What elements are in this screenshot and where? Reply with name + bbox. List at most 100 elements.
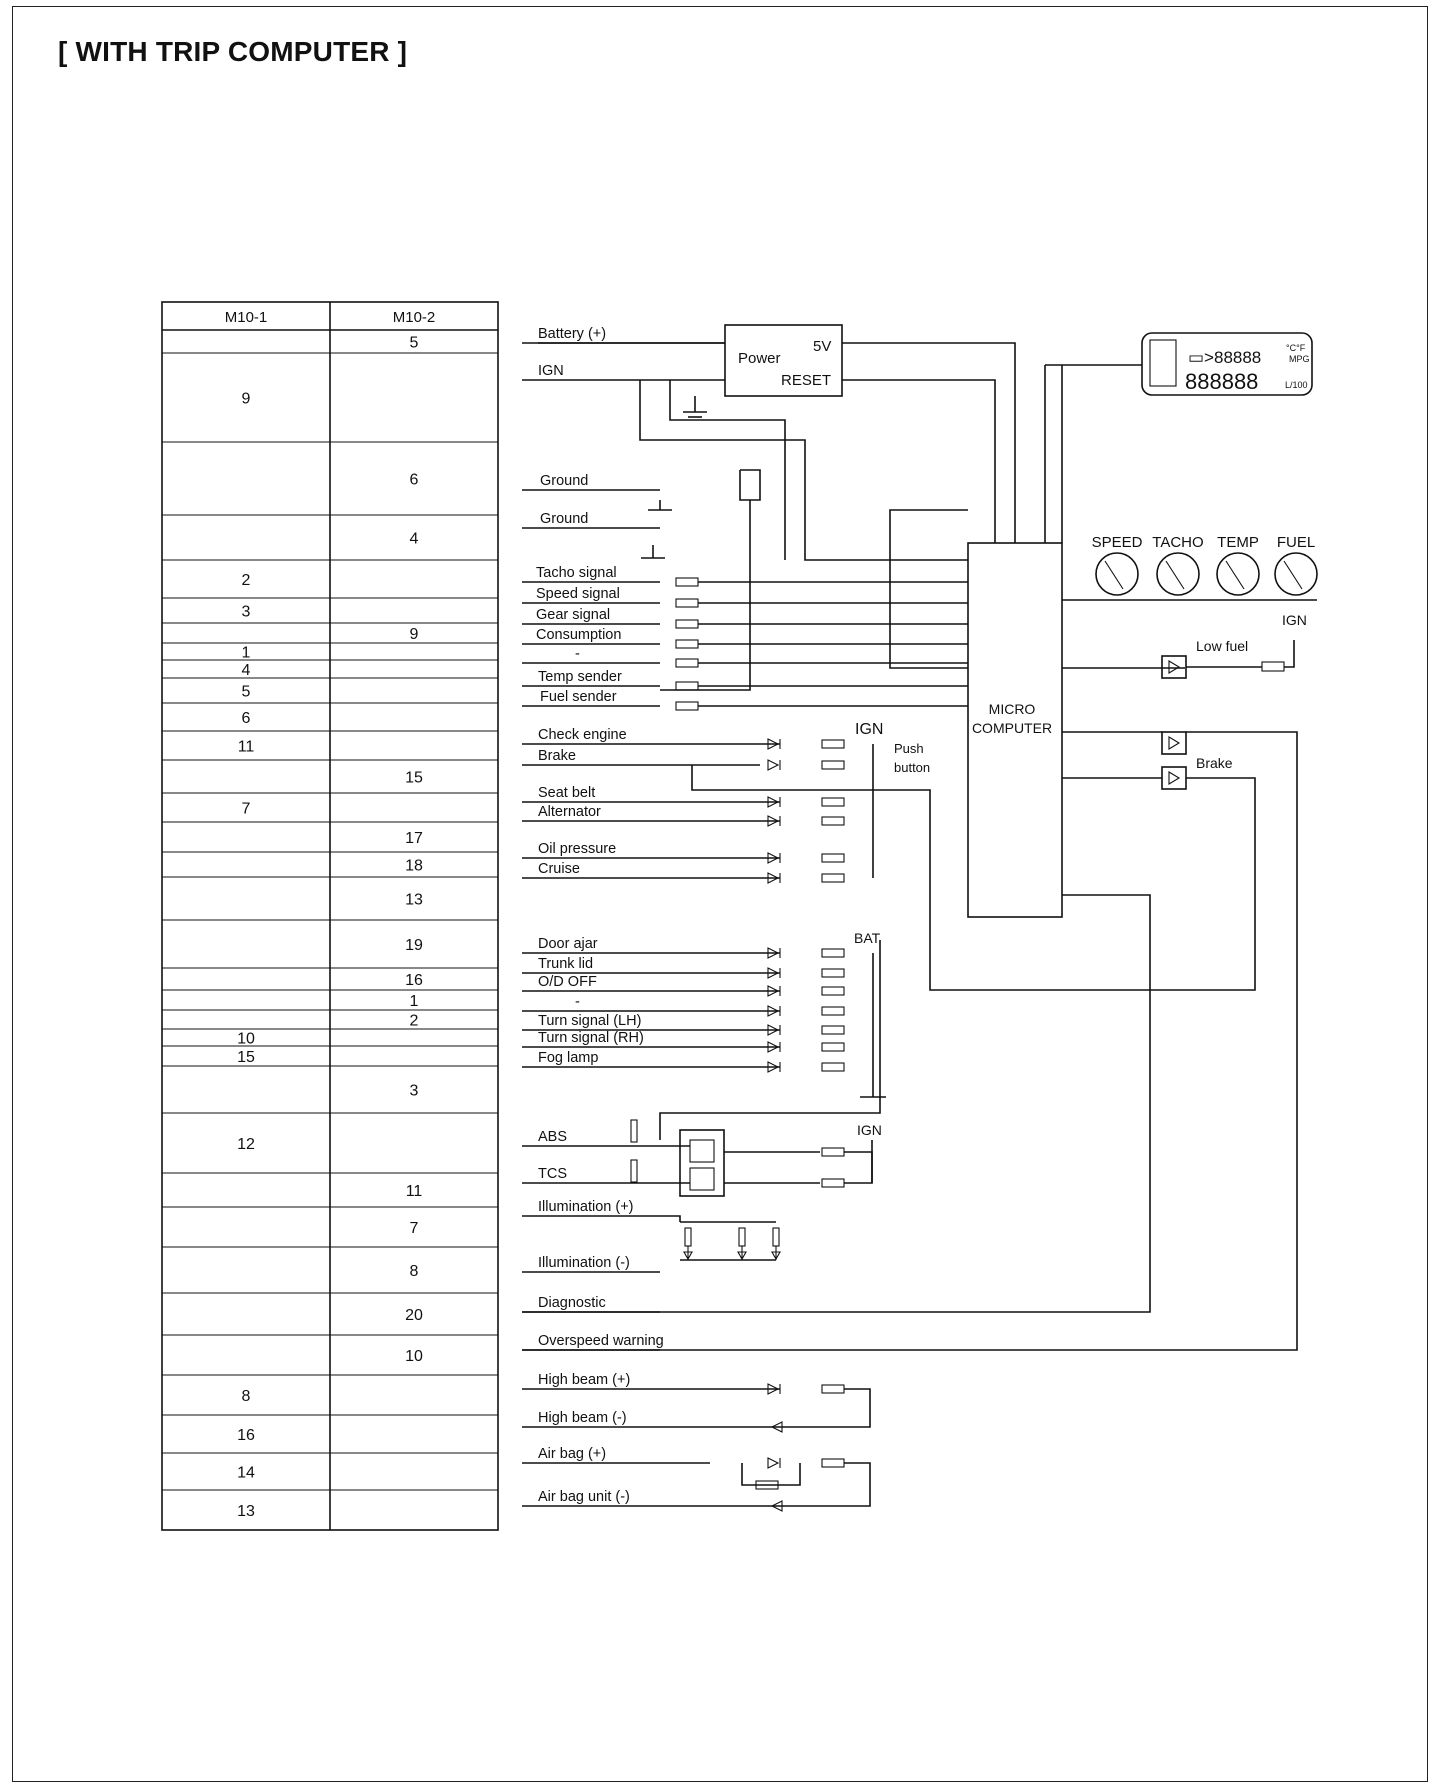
- tcs-resistor: [630, 1159, 638, 1183]
- wire-highbeam: [780, 1388, 871, 1428]
- gear-switch: [739, 469, 761, 501]
- table-cell-m10-1: 14: [237, 1465, 255, 1482]
- wire-reset: [842, 379, 996, 543]
- abs-driver: [689, 1139, 715, 1163]
- gauge-needle: [1104, 560, 1124, 590]
- table-cell-m10-2: 16: [405, 972, 423, 989]
- airbag-resistor: [755, 1480, 779, 1490]
- signal-label: High beam (-): [538, 1410, 627, 1426]
- signal-label: -: [575, 646, 580, 662]
- signal-label: TCS: [538, 1166, 567, 1182]
- gauge-label: SPEED: [1092, 534, 1143, 551]
- table-cell-m10-2: 3: [410, 1083, 419, 1100]
- wire-gear: [660, 500, 751, 691]
- indicator-lamp: [821, 1042, 845, 1052]
- gauge-label: TEMP: [1217, 534, 1259, 551]
- abs-tcs-module: [679, 1129, 725, 1197]
- indicator-lamp: [821, 968, 845, 978]
- display-segments-top: ▭>88888: [1188, 348, 1261, 367]
- high-beam-lamp: [821, 1384, 845, 1394]
- table-cell-m10-1: 7: [242, 801, 251, 818]
- wire-ign-b: [669, 380, 786, 560]
- abs-lamp: [821, 1147, 845, 1157]
- low-fuel-label: Low fuel: [1196, 638, 1248, 654]
- high-beam-diode-return: [770, 1421, 783, 1433]
- overspeed-driver-arrow: [1168, 736, 1181, 750]
- abs-resistor: [630, 1119, 638, 1143]
- input-resistor: [675, 639, 699, 649]
- power-label: Power: [738, 350, 781, 367]
- table-cell-m10-2: 5: [410, 335, 419, 352]
- wire-ign: [639, 380, 968, 561]
- warning-lamp: [821, 760, 845, 770]
- brake-output-label: Brake: [1196, 755, 1233, 771]
- page-frame: [12, 6, 1428, 1782]
- wire-loop: [889, 509, 968, 669]
- table-cell-m10-1: 1: [242, 645, 251, 662]
- table-cell-m10-2: 18: [405, 858, 423, 875]
- table-cell-m10-2: 7: [410, 1220, 419, 1237]
- lowfuel-resistor: [1261, 661, 1285, 672]
- signal-label: Fuel sender: [540, 689, 617, 705]
- signal-label: Seat belt: [538, 785, 595, 801]
- signal-label: Cruise: [538, 861, 580, 877]
- indicator-lamp: [821, 1025, 845, 1035]
- gauge-needle: [1225, 560, 1245, 590]
- table-cell-m10-1: 10: [237, 1031, 255, 1048]
- micro-computer: [967, 542, 1063, 918]
- table-cell-m10-1: 8: [242, 1388, 251, 1405]
- trip-display: [1141, 332, 1313, 396]
- wire-airbag: [780, 1462, 871, 1507]
- signal-label: Trunk lid: [538, 956, 593, 972]
- signal-label: Diagnostic: [538, 1295, 606, 1311]
- tcs-lamp: [821, 1178, 845, 1188]
- wire-5v: [842, 342, 1016, 543]
- table-header-m10-1: M10-1: [225, 309, 268, 326]
- gauge-label: FUEL: [1277, 534, 1315, 551]
- table-cell-m10-1: 4: [242, 662, 251, 679]
- air-bag-lamp: [821, 1458, 845, 1468]
- air-bag-diode-return: [770, 1500, 783, 1512]
- push-button-label-1: Push: [894, 741, 924, 756]
- table-cell-m10-2: 1: [410, 993, 419, 1010]
- table-cell-m10-2: 13: [405, 892, 423, 909]
- illumination-bulb: [738, 1227, 746, 1247]
- airbag-bypass: [741, 1463, 801, 1486]
- signal-label: Ground: [540, 473, 588, 489]
- page-title: [ WITH TRIP COMPUTER ]: [58, 36, 408, 67]
- brake-driver: [1161, 766, 1187, 790]
- signal-label: Temp sender: [538, 669, 622, 685]
- indicator-lamp: [821, 1006, 845, 1016]
- gauge-label: TACHO: [1152, 534, 1203, 551]
- air-bag-diode: [767, 1457, 780, 1469]
- display-segments-bottom: 888888: [1185, 369, 1258, 394]
- table-cell-m10-1: 2: [242, 572, 251, 589]
- power-block: [724, 324, 843, 397]
- table-cell-m10-2: 17: [405, 830, 423, 847]
- table-cell-m10-1: 12: [237, 1136, 255, 1153]
- brake-driver-arrow: [1168, 771, 1181, 785]
- input-resistor: [675, 681, 699, 691]
- ign-lowfuel-label: IGN: [1282, 612, 1307, 628]
- wire-overspeed-out: [522, 731, 1298, 1351]
- overspeed-driver: [1161, 731, 1187, 755]
- table-cell-m10-2: 9: [410, 626, 419, 643]
- table-cell-m10-1: 13: [237, 1503, 255, 1520]
- table-cell-m10-1: 11: [238, 739, 255, 756]
- warning-lamp: [821, 816, 845, 826]
- signal-label: Ground: [540, 511, 588, 527]
- wire-lowfuel-ign: [1284, 640, 1295, 668]
- table-cell-m10-1: 3: [242, 604, 251, 621]
- table-cell-m10-2: 11: [406, 1183, 423, 1200]
- signal-label: Gear signal: [536, 607, 610, 623]
- table-cell-m10-1: 16: [237, 1427, 255, 1444]
- table-cell-m10-2: 20: [405, 1307, 423, 1324]
- warning-diode: [767, 759, 780, 771]
- signal-label: Oil pressure: [538, 841, 616, 857]
- display-unit-temp: °C°F: [1286, 343, 1306, 353]
- wire-diagnostic: [522, 894, 1151, 1313]
- warning-lamp: [821, 739, 845, 749]
- signal-label: Fog lamp: [538, 1050, 598, 1066]
- signal-label: Consumption: [536, 627, 621, 643]
- input-resistor: [675, 658, 699, 668]
